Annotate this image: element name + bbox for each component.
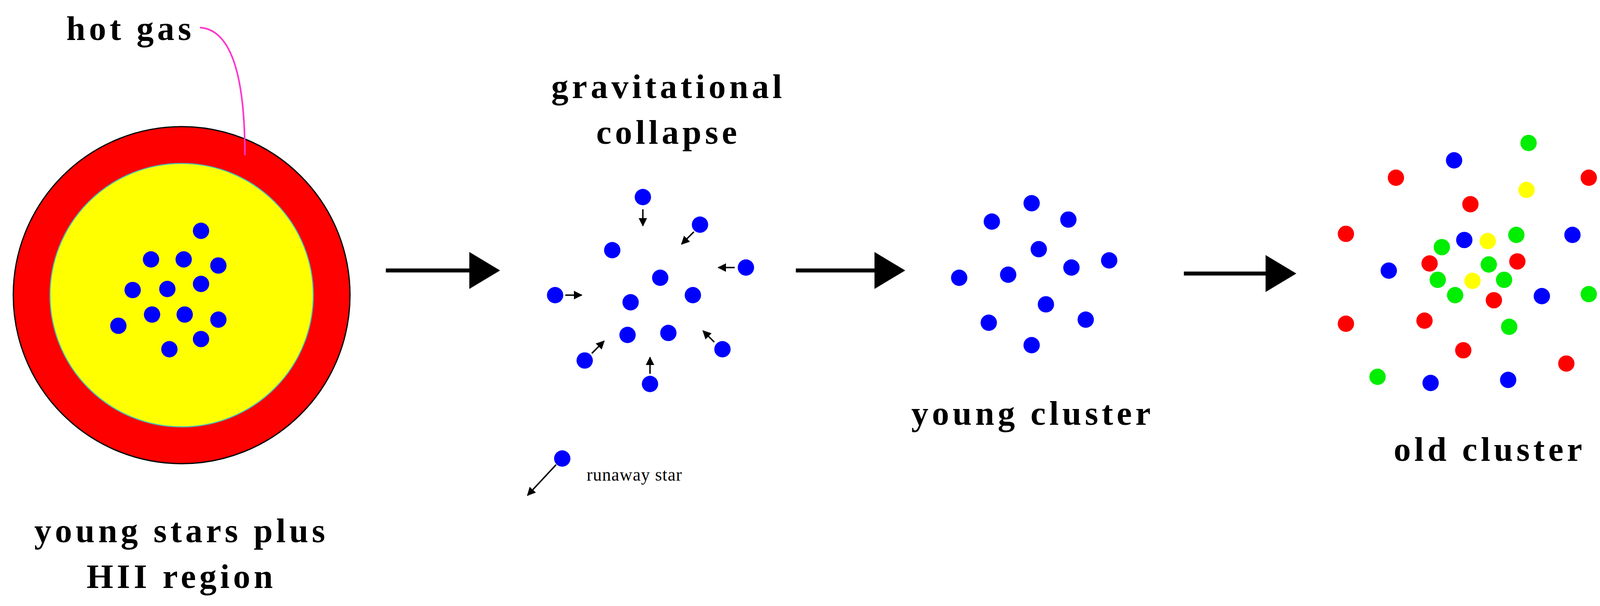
arrow-head — [1265, 254, 1297, 292]
label-holder: hot gas — [66, 8, 195, 49]
arrow-shaft — [1183, 271, 1270, 276]
stage-group: gravitational collapse — [500, 61, 796, 405]
annotation-label: runaway star — [586, 462, 683, 487]
hii-region — [50, 163, 314, 427]
stage-group: old cluster — [1296, 127, 1598, 479]
runaway-arrow — [527, 464, 557, 496]
stage-group: young stars plus HII region — [8, 123, 386, 604]
young-stars — [110, 222, 227, 358]
stage-caption: young cluster — [907, 390, 1158, 436]
motion-arrows — [565, 209, 735, 374]
old-cluster-stars — [1337, 134, 1597, 392]
arrow-shaft — [795, 268, 879, 273]
leader-line — [199, 27, 245, 156]
annotation-label: hot gas — [66, 8, 195, 49]
hot-gas-shell — [13, 126, 350, 464]
stage-caption: gravitational collapse — [545, 63, 792, 156]
young-cluster-stars — [950, 195, 1118, 354]
runaway-star-symbol — [554, 449, 571, 467]
stage-caption: old cluster — [1384, 426, 1596, 472]
stage-group: young cluster — [905, 184, 1184, 462]
collapsing-stars — [547, 188, 755, 392]
stage-arrow — [1183, 254, 1297, 292]
stage-arrow — [385, 251, 501, 289]
label-holder: runaway star — [586, 462, 683, 487]
arrow-head — [469, 251, 501, 289]
arrow-shaft — [385, 268, 474, 273]
arrow-head — [874, 251, 906, 289]
stage-arrow — [795, 251, 906, 289]
stage-caption: young stars plus HII region — [27, 507, 336, 599]
